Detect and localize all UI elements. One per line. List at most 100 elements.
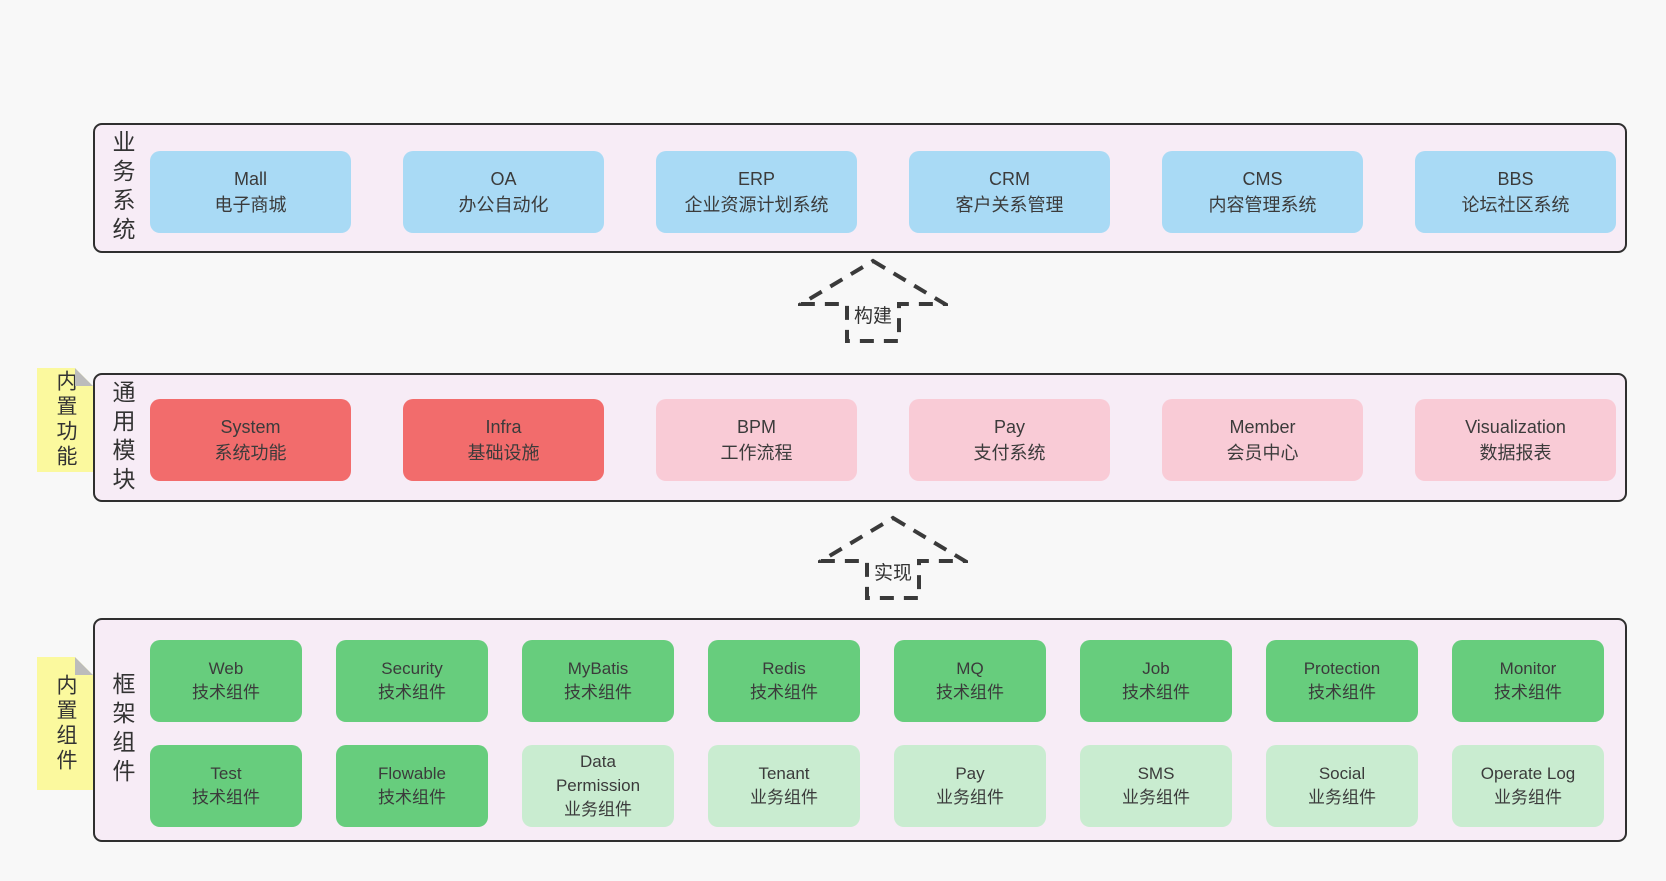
box-desc: 系统功能	[214, 443, 287, 463]
box-desc: 数据报表	[1479, 443, 1552, 463]
box-pay-component: Pay 业务组件	[894, 745, 1046, 827]
box-flowable: Flowable 技术组件	[336, 745, 488, 827]
box-data-permission: Data Permission 业务组件	[522, 745, 674, 827]
box-bpm: BPM 工作流程	[656, 399, 857, 481]
box-name: Visualization	[1465, 417, 1566, 437]
box-name: MyBatis	[567, 659, 629, 678]
box-sms: SMS 业务组件	[1080, 745, 1232, 827]
box-mall: Mall 电子商城	[150, 151, 351, 233]
box-security: Security 技术组件	[336, 640, 488, 722]
box-crm: CRM 客户关系管理	[909, 151, 1110, 233]
box-name: Operate Log	[1480, 764, 1576, 783]
band-framework-components-label: 框架组件	[109, 672, 135, 788]
box-name: System	[220, 417, 281, 437]
box-desc: 技术组件	[1494, 683, 1562, 702]
build-arrow-label: 构建	[850, 301, 896, 328]
note-label: 内置功能	[54, 370, 77, 470]
box-member: Member 会员中心	[1162, 399, 1363, 481]
box-desc: 电子商城	[214, 195, 287, 215]
box-pay-system: Pay 支付系统	[909, 399, 1110, 481]
box-name: Mall	[233, 169, 267, 189]
box-test: Test 技术组件	[150, 745, 302, 827]
box-desc: 办公自动化	[458, 195, 549, 215]
box-name: Job	[1142, 659, 1170, 678]
box-desc: 技术组件	[750, 683, 818, 702]
box-redis: Redis 技术组件	[708, 640, 860, 722]
band-business-systems: 业务系统 Mall 电子商城 OA 办公自动化 ERP 企业资源计划系统 CRM…	[93, 123, 1627, 253]
box-desc: 内容管理系统	[1208, 195, 1317, 215]
box-desc: 技术组件	[1308, 683, 1376, 702]
box-desc: 业务组件	[564, 800, 632, 819]
box-name: Pay	[993, 417, 1026, 437]
box-desc: 业务组件	[1494, 788, 1562, 807]
box-name: Social	[1318, 764, 1366, 783]
box-job: Job 技术组件	[1080, 640, 1232, 722]
band-common-modules-label: 通用模块	[109, 379, 135, 496]
box-desc: 支付系统	[973, 443, 1046, 463]
box-social: Social 业务组件	[1266, 745, 1418, 827]
box-desc: 论坛社区系统	[1461, 195, 1570, 215]
band-framework-components: 框架组件 Web 技术组件 Security 技术组件 MyBatis 技术组件…	[93, 618, 1627, 842]
box-name: Redis	[762, 659, 806, 678]
box-operate-log: Operate Log 业务组件	[1452, 745, 1604, 827]
box-name: Data Permission	[555, 752, 641, 795]
box-name: Web	[208, 659, 244, 678]
box-desc: 技术组件	[564, 683, 632, 702]
box-desc: 技术组件	[192, 683, 260, 702]
box-name: Monitor	[1499, 659, 1557, 678]
box-mq: MQ 技术组件	[894, 640, 1046, 722]
band-business-systems-label: 业务系统	[109, 130, 135, 246]
box-web: Web 技术组件	[150, 640, 302, 722]
note-fold-corner-icon	[75, 657, 93, 675]
box-name: Pay	[955, 764, 985, 783]
box-name: Test	[210, 764, 242, 783]
box-protection: Protection 技术组件	[1266, 640, 1418, 722]
box-name: Infra	[485, 417, 522, 437]
box-desc: 技术组件	[192, 788, 260, 807]
box-desc: 业务组件	[936, 788, 1004, 807]
implement-arrow-label: 实现	[870, 558, 916, 585]
box-tenant: Tenant 业务组件	[708, 745, 860, 827]
box-name: MQ	[956, 659, 984, 678]
box-name: CRM	[989, 169, 1030, 189]
build-arrow-icon: 构建	[798, 258, 948, 344]
note-fold-corner-icon	[75, 368, 93, 386]
box-cms: CMS 内容管理系统	[1162, 151, 1363, 233]
box-name: SMS	[1137, 764, 1175, 783]
box-name: ERP	[737, 169, 775, 189]
box-erp: ERP 企业资源计划系统	[656, 151, 857, 233]
box-visualization: Visualization 数据报表	[1415, 399, 1616, 481]
box-name: OA	[490, 169, 517, 189]
box-desc: 客户关系管理	[955, 195, 1064, 215]
box-name: Member	[1229, 417, 1296, 437]
box-name: Flowable	[377, 764, 447, 783]
box-monitor: Monitor 技术组件	[1452, 640, 1604, 722]
box-desc: 业务组件	[750, 788, 818, 807]
box-name: BBS	[1497, 169, 1534, 189]
box-desc: 技术组件	[378, 683, 446, 702]
implement-arrow-icon: 实现	[818, 515, 968, 601]
box-desc: 业务组件	[1308, 788, 1376, 807]
box-name: Tenant	[758, 764, 810, 783]
sticky-note-builtin-features: 内置功能	[37, 368, 93, 472]
box-desc: 技术组件	[1122, 683, 1190, 702]
box-desc: 企业资源计划系统	[684, 195, 829, 215]
box-desc: 工作流程	[720, 443, 793, 463]
note-label: 内置组件	[54, 673, 77, 774]
box-name: Security	[381, 659, 443, 678]
box-desc: 业务组件	[1122, 788, 1190, 807]
box-desc: 会员中心	[1226, 443, 1299, 463]
sticky-note-builtin-components: 内置组件	[37, 657, 93, 790]
box-name: CMS	[1242, 169, 1283, 189]
box-desc: 基础设施	[467, 443, 540, 463]
box-oa: OA 办公自动化	[403, 151, 604, 233]
band-common-modules: 通用模块 System 系统功能 Infra 基础设施 BPM 工作流程 Pay…	[93, 373, 1627, 502]
box-name: BPM	[736, 417, 776, 437]
box-infra: Infra 基础设施	[403, 399, 604, 481]
box-name: Protection	[1303, 659, 1381, 678]
box-desc: 技术组件	[936, 683, 1004, 702]
box-mybatis: MyBatis 技术组件	[522, 640, 674, 722]
box-system: System 系统功能	[150, 399, 351, 481]
box-bbs: BBS 论坛社区系统	[1415, 151, 1616, 233]
